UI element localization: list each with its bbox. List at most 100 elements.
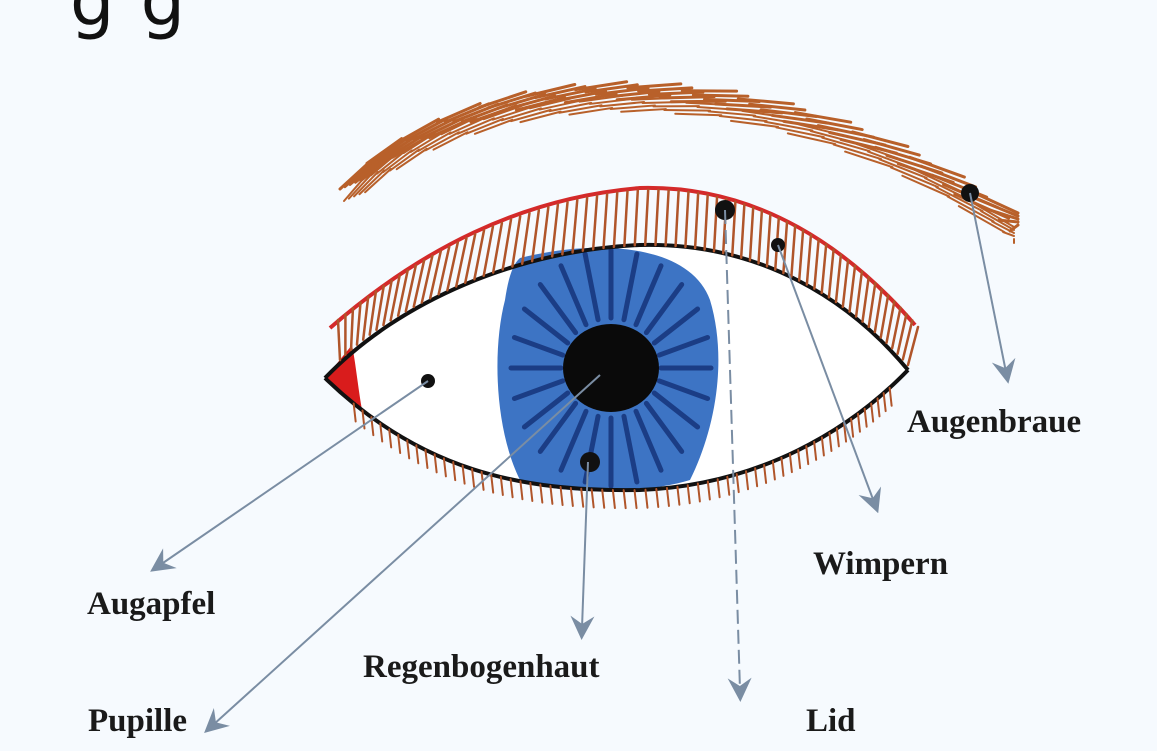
lower-lash — [829, 433, 831, 451]
upper-lash — [573, 200, 578, 252]
lower-lash — [755, 468, 757, 486]
upper-lash — [887, 301, 895, 342]
lower-lash — [698, 483, 700, 501]
upper-lash — [836, 255, 841, 302]
lower-lash — [667, 488, 669, 506]
upper-lash — [814, 240, 818, 289]
upper-lash — [863, 277, 869, 321]
upper-lash — [484, 227, 493, 276]
upper-lash — [856, 271, 862, 316]
lower-lash — [677, 487, 679, 505]
upper-lash — [614, 193, 617, 247]
upper-lash — [822, 245, 826, 293]
upper-lash — [741, 205, 744, 258]
upper-lash — [503, 219, 511, 269]
lower-lash — [790, 454, 792, 472]
eyebrow-stroke — [559, 105, 601, 112]
lower-lash — [501, 477, 503, 495]
lower-lash — [688, 485, 690, 503]
lower-lash — [890, 388, 892, 406]
lower-lash — [550, 486, 552, 504]
upper-lash — [604, 194, 608, 248]
upper-lash — [666, 190, 669, 245]
lower-lash — [773, 462, 775, 480]
eyebrow-stroke — [621, 109, 666, 112]
upper-lash — [338, 320, 340, 360]
lower-lash — [858, 414, 860, 432]
arrow-augapfel — [160, 381, 428, 565]
upper-lash — [791, 226, 795, 277]
label-pupille: Pupille — [88, 703, 187, 740]
upper-lash — [363, 297, 368, 340]
lower-lash — [884, 393, 886, 411]
pupil — [563, 324, 659, 412]
lower-lash — [602, 490, 604, 508]
upper-lash — [695, 194, 698, 248]
eyebrow-stroke — [675, 114, 721, 116]
lower-lash — [837, 428, 839, 446]
upper-lash — [843, 260, 848, 307]
upper-lash — [685, 192, 688, 247]
upper-lash — [645, 190, 648, 245]
lower-lash — [613, 490, 615, 508]
lower-lash — [561, 487, 563, 505]
eyebrow-stroke — [611, 105, 655, 109]
lower-lash — [540, 485, 542, 503]
upper-lash — [767, 214, 770, 266]
marker-regenbogenhaut — [580, 452, 600, 472]
upper-lash — [562, 202, 567, 254]
label-augenbraue: Augenbraue — [907, 404, 1081, 441]
lower-lash — [571, 488, 573, 506]
lower-lash — [656, 489, 658, 507]
lower-lash — [472, 469, 474, 487]
label-regenbogenhaut: Regenbogenhaut — [363, 649, 600, 686]
upper-lash — [807, 235, 811, 285]
upper-lash — [705, 195, 708, 249]
upper-lash — [829, 250, 834, 298]
lower-lash — [806, 446, 808, 464]
lower-lash — [530, 483, 532, 501]
lower-lash — [708, 481, 710, 499]
upper-lash — [799, 230, 803, 280]
upper-lash — [635, 190, 638, 245]
lower-lash — [511, 479, 513, 497]
upper-lash — [370, 292, 376, 335]
lower-lash — [878, 398, 880, 416]
lower-lash — [645, 490, 647, 508]
lower-lash — [822, 437, 824, 455]
lower-lash — [746, 471, 748, 489]
lower-lash — [624, 490, 626, 508]
upper-lash — [583, 198, 587, 251]
lower-lash — [814, 442, 816, 460]
lower-lash — [764, 465, 766, 483]
eyebrow-stroke — [664, 110, 710, 111]
eyebrow-stroke — [731, 121, 778, 127]
upper-lash — [850, 266, 856, 312]
upper-lash — [750, 208, 753, 261]
label-wimpern: Wimpern — [813, 546, 948, 583]
upper-lash — [869, 283, 876, 327]
lower-lash — [851, 419, 853, 437]
upper-lash — [875, 289, 882, 332]
eyebrow-stroke — [693, 95, 747, 96]
lower-lash — [798, 450, 800, 468]
lower-lash — [491, 475, 493, 493]
lower-lash — [865, 409, 867, 427]
lower-lash — [520, 481, 522, 499]
lower-lash — [592, 489, 594, 507]
upper-lash — [351, 308, 353, 349]
upper-lash — [493, 223, 502, 273]
upper-lash — [593, 196, 597, 249]
eyebrow — [340, 82, 1018, 243]
upper-lash — [624, 192, 627, 246]
lower-lash — [781, 458, 783, 476]
lower-lash — [635, 490, 637, 508]
lower-lash — [737, 474, 739, 492]
label-lid: Lid — [806, 703, 856, 740]
label-augapfel: Augapfel — [87, 586, 215, 623]
lower-lash — [718, 479, 720, 497]
upper-lash — [655, 190, 658, 245]
lower-lash — [727, 477, 729, 495]
